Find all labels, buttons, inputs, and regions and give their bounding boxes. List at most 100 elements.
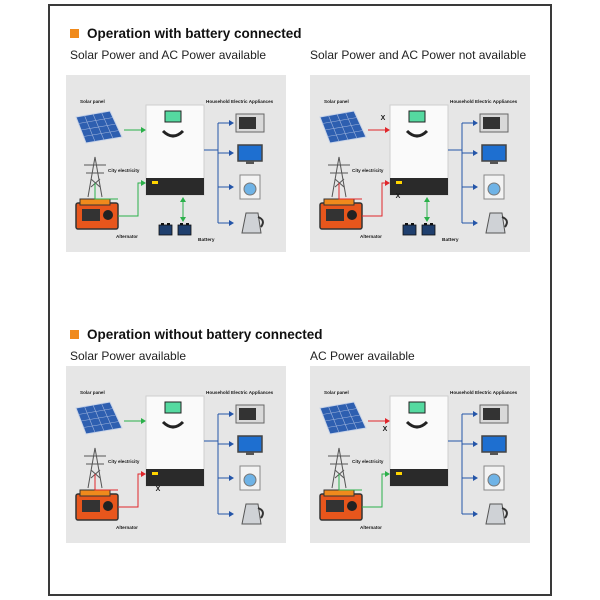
arrow-head — [473, 120, 478, 126]
arrow-head — [473, 441, 478, 447]
inverter-base — [390, 469, 448, 486]
inverter-label — [152, 472, 158, 475]
solar-panel-icon — [75, 401, 123, 435]
appliances-group — [235, 404, 265, 525]
battery-cell — [158, 224, 173, 236]
generator-tank — [79, 198, 111, 206]
arrow-head — [385, 418, 390, 424]
arrow-head — [229, 411, 234, 417]
battery-terminal — [405, 223, 408, 225]
city-flow-line — [94, 474, 118, 491]
inverter-screen — [164, 110, 182, 123]
ac-flow-line — [118, 473, 144, 508]
inverter-screen — [408, 110, 426, 123]
generator-dial — [103, 501, 113, 511]
x-mark: X — [383, 426, 388, 433]
inverter-screen — [164, 401, 182, 414]
inverter-icon — [145, 395, 205, 487]
arrow-head — [473, 511, 478, 517]
inverter-icon — [389, 395, 449, 487]
alternator-label: Alternator — [360, 234, 382, 239]
arrow-head — [385, 127, 390, 133]
tv-icon — [481, 144, 507, 162]
city-flow-line — [338, 183, 362, 200]
panel-subtitle: Solar Power available — [70, 349, 187, 363]
pylon-legs — [87, 156, 103, 198]
x-mark: X — [396, 193, 401, 200]
battery-terminal — [430, 223, 433, 225]
kettle-handle — [257, 216, 264, 228]
kettle-icon — [485, 503, 506, 525]
solar-grid-line — [92, 113, 105, 141]
generator-engine — [82, 500, 100, 512]
arrow-head — [473, 184, 478, 190]
battery-terminal — [161, 223, 164, 225]
generator-engine — [326, 500, 344, 512]
panel-subtitle: Solar Power and AC Power not available — [310, 48, 527, 62]
microwave-window — [239, 408, 256, 420]
inverter-label — [152, 181, 158, 184]
generator-dial — [103, 210, 113, 220]
inverter-icon — [145, 104, 205, 196]
section-heading-battery: Operation with battery connected — [70, 26, 302, 41]
arrow-head — [473, 220, 478, 226]
arrow-head — [229, 150, 234, 156]
arrow-head — [229, 475, 234, 481]
appliances-group — [235, 113, 265, 234]
section-heading-no-battery: Operation without battery connected — [70, 327, 323, 342]
generator-icon — [319, 489, 363, 521]
arrow-head — [229, 511, 234, 517]
city-electricity-label: City electricity — [352, 459, 384, 464]
arrow-head — [229, 441, 234, 447]
kettle-handle — [257, 507, 264, 519]
generator-icon — [319, 198, 363, 230]
arrow-head — [473, 475, 478, 481]
solar-panel-label: Solar panel — [80, 390, 105, 395]
tv-stand — [246, 452, 254, 455]
washing-machine-door — [487, 473, 501, 487]
battery-label: Battery — [198, 237, 215, 243]
generator-dial — [347, 210, 357, 220]
appliances-label: Household Electric Appliances — [450, 99, 518, 104]
solar-grid-line — [83, 421, 120, 428]
solar-panel-icon — [319, 110, 367, 144]
battery-cell — [402, 224, 417, 236]
inverter-base — [390, 178, 448, 195]
pylon-legs — [331, 156, 347, 198]
generator-icon — [75, 489, 119, 521]
solar-grid-line — [101, 403, 114, 430]
city-flow-line — [338, 474, 362, 491]
arrow-head — [141, 418, 146, 424]
arrow-head — [229, 184, 234, 190]
solar-grid-line — [327, 130, 364, 137]
tv-icon — [481, 435, 507, 453]
orange-square-icon — [70, 330, 79, 339]
solar-grid-line — [83, 130, 120, 137]
panel-subtitle: AC Power available — [310, 349, 415, 363]
ac-flow-line — [362, 182, 388, 217]
kettle-icon — [241, 212, 262, 234]
battery-terminal — [411, 223, 414, 225]
arrow-head — [424, 217, 430, 222]
inverter-screen — [408, 401, 426, 414]
pylon-legs — [87, 447, 103, 489]
battery-cell — [177, 224, 192, 236]
solar-panel-label: Solar panel — [80, 99, 105, 104]
solar-grid-line — [336, 404, 349, 432]
inverter-front-curve — [405, 420, 429, 429]
generator-engine — [82, 209, 100, 221]
appliances-label: Household Electric Appliances — [206, 390, 274, 395]
battery-icon — [158, 223, 173, 236]
arrow-head — [473, 150, 478, 156]
arrow-head — [473, 411, 478, 417]
pylon-legs — [331, 447, 347, 489]
tv-stand — [490, 452, 498, 455]
tv-stand — [246, 161, 254, 164]
generator-icon — [75, 198, 119, 230]
battery-icon — [421, 223, 436, 236]
inverter-label — [396, 181, 402, 184]
